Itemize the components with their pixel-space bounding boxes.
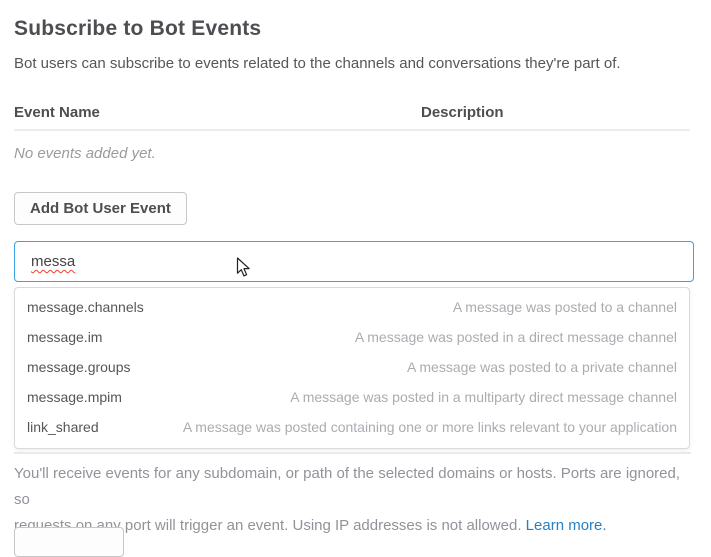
event-description: A message was posted containing one or m… <box>182 419 677 435</box>
subscribe-bot-events-section: Subscribe to Bot Events Bot users can su… <box>14 17 694 557</box>
event-name: message.groups <box>27 359 131 375</box>
add-domain-button-partial[interactable] <box>14 527 124 557</box>
event-description: A message was posted in a multiparty dir… <box>290 389 677 405</box>
add-bot-user-event-button[interactable]: Add Bot User Event <box>14 192 187 225</box>
page-subtitle: Bot users can subscribe to events relate… <box>14 55 621 72</box>
event-name: message.mpim <box>27 389 122 405</box>
dropdown-item-link-shared[interactable]: link_shared A message was posted contain… <box>15 412 689 442</box>
event-description: A message was posted to a private channe… <box>406 359 677 375</box>
events-table-header: Event Name Description <box>14 104 690 121</box>
event-description: A message was posted to a channel <box>452 299 677 315</box>
event-name: link_shared <box>27 419 99 435</box>
domains-help-line2: requests on any port will trigger an eve… <box>14 517 522 534</box>
page-title: Subscribe to Bot Events <box>14 17 262 40</box>
dropdown-item-message-im[interactable]: message.im A message was posted in a dir… <box>15 322 689 352</box>
table-header-divider <box>14 129 690 131</box>
event-suggestions-dropdown: message.channels A message was posted to… <box>14 287 690 449</box>
learn-more-link[interactable]: Learn more. <box>525 517 607 534</box>
section-divider <box>14 452 691 454</box>
event-search-input[interactable]: messa <box>14 241 694 282</box>
event-name: message.channels <box>27 299 144 315</box>
domains-help-text: You'll receive events for any subdomain,… <box>14 461 694 539</box>
event-name: message.im <box>27 329 103 345</box>
column-header-event-name: Event Name <box>14 104 100 121</box>
dropdown-item-message-mpim[interactable]: message.mpim A message was posted in a m… <box>15 382 689 412</box>
column-header-description: Description <box>421 104 504 121</box>
dropdown-item-message-channels[interactable]: message.channels A message was posted to… <box>15 292 689 322</box>
empty-events-message: No events added yet. <box>14 145 156 162</box>
event-search-input-value: messa <box>31 253 76 270</box>
domains-help-line1: You'll receive events for any subdomain,… <box>14 465 681 508</box>
event-description: A message was posted in a direct message… <box>354 329 677 345</box>
dropdown-item-message-groups[interactable]: message.groups A message was posted to a… <box>15 352 689 382</box>
